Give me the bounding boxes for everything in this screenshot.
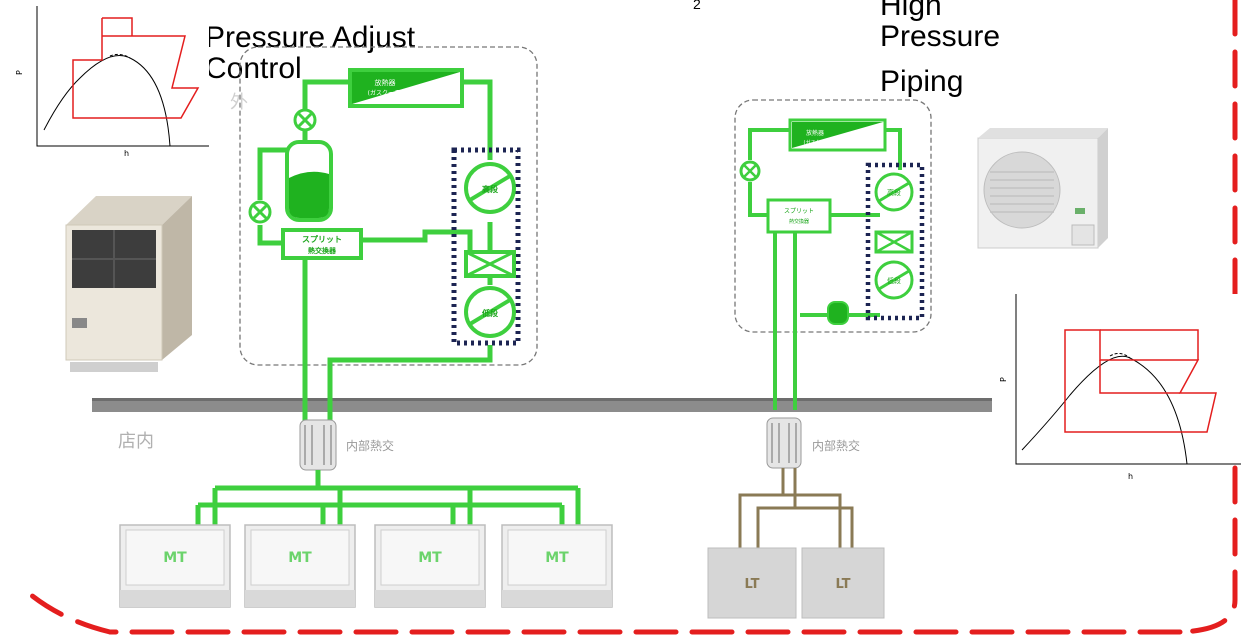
right-accumulator xyxy=(827,301,849,325)
right-intercooler xyxy=(874,230,914,254)
right-split-hx-label-2: 熱交換器 xyxy=(789,218,809,225)
right-gas-cooler-label-2: (ガスクーラ) xyxy=(804,139,833,146)
left-high-stage-compressor: 高段 xyxy=(464,162,516,214)
mt-case-3: MT xyxy=(374,524,486,608)
pressure-label: Pressure xyxy=(880,20,1001,53)
right-high-stage-compressor: 高段 xyxy=(874,172,914,212)
right-compressor-group-box xyxy=(865,162,925,321)
right-low-stage-compressor: 低段 xyxy=(874,260,914,300)
left-gas-cooler: 放熱器 (ガスクーラ) xyxy=(348,68,464,108)
outdoor-mark: 外 xyxy=(230,92,248,113)
right-unit-piping xyxy=(748,128,902,410)
right-expansion-valve xyxy=(739,160,761,182)
left-high-stage-label: 高段 xyxy=(482,184,498,194)
lt-case-2-label: LT xyxy=(836,577,851,592)
left-compressor-group-box xyxy=(451,147,521,346)
right-split-heat-exchanger: スプリット 熱交換器 xyxy=(766,198,832,234)
piping-label: Piping xyxy=(880,65,964,98)
subscript-two: 2 xyxy=(693,0,701,12)
system-boundary-dashed xyxy=(22,0,1238,635)
lt-case-2: LT xyxy=(801,547,885,619)
mt-distribution-piping xyxy=(195,470,581,530)
left-split-hx-label-1: スプリット xyxy=(302,234,342,244)
ph-left-y-axis: P xyxy=(15,70,24,75)
left-split-heat-exchanger: スプリット 熱交換器 xyxy=(281,228,363,260)
right-low-stage-label: 低段 xyxy=(887,276,901,285)
left-split-hx-label-2: 熱交換器 xyxy=(308,246,337,255)
left-internal-hx xyxy=(299,419,337,471)
ph-left-x-axis: h xyxy=(124,149,129,158)
right-internal-hx-label: 内部熱交 xyxy=(812,438,860,453)
left-low-stage-compressor: 低段 xyxy=(464,286,516,338)
left-gas-cooler-label-2: (ガスクーラ) xyxy=(368,89,403,97)
left-expansion-valve-side xyxy=(248,200,272,224)
mt-case-2: MT xyxy=(244,524,356,608)
ph-chart-left: P h xyxy=(15,6,209,158)
mt-case-4-label: MT xyxy=(545,550,569,566)
ph-right-x-axis: h xyxy=(1128,472,1133,481)
mt-case-2-label: MT xyxy=(288,550,312,566)
right-outdoor-unit-photo xyxy=(977,128,1108,249)
lt-case-1-label: LT xyxy=(745,577,760,592)
mt-case-4: MT xyxy=(501,524,613,608)
left-receiver-tank xyxy=(285,140,333,222)
ph-right-y-axis: P xyxy=(999,377,1008,382)
left-outdoor-unit-box xyxy=(239,46,538,366)
mt-case-1-label: MT xyxy=(163,550,187,566)
lt-distribution-piping xyxy=(738,468,854,548)
lt-case-1: LT xyxy=(707,547,797,619)
right-gas-cooler-label-1: 放熱器 xyxy=(806,129,824,137)
high-label: High xyxy=(880,0,942,22)
control-label: Control xyxy=(205,52,302,85)
ph-chart-right: P h xyxy=(999,294,1241,481)
floor-line xyxy=(92,398,992,412)
right-outdoor-unit-box xyxy=(734,99,932,333)
left-expansion-valve-top xyxy=(293,108,317,132)
mt-case-1: MT xyxy=(119,524,231,608)
right-high-stage-label: 高段 xyxy=(887,188,901,197)
right-split-hx-label-1: スプリット xyxy=(784,208,814,215)
left-low-stage-label: 低段 xyxy=(481,308,498,318)
left-outdoor-unit-photo xyxy=(65,196,192,372)
left-gas-cooler-label-1: 放熱器 xyxy=(375,78,396,87)
mt-case-3-label: MT xyxy=(418,550,442,566)
left-intercooler xyxy=(464,250,516,278)
right-internal-hx xyxy=(766,417,802,469)
left-internal-hx-label: 内部熱交 xyxy=(346,438,394,453)
in-store-label: 店内 xyxy=(118,431,154,452)
right-gas-cooler: 放熱器 (ガスクーラ) xyxy=(788,118,887,152)
pressure-adjust-label: Pressure Adjust xyxy=(205,21,416,54)
